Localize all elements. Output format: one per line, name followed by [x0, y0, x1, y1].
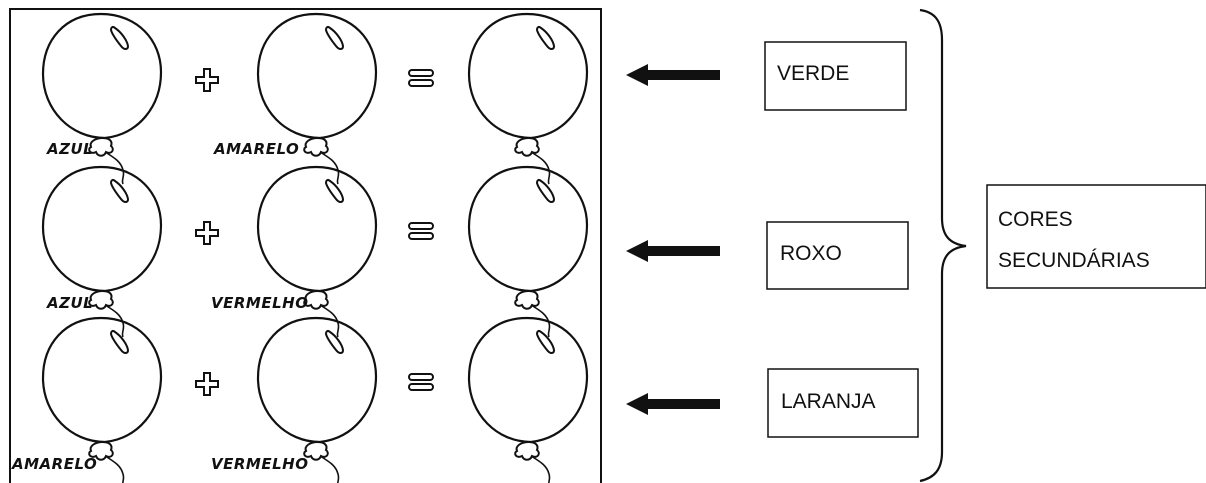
arrow-left-icon — [626, 64, 720, 86]
balloon-icon — [467, 165, 589, 339]
secondary-colors-summary: CORES SECUNDÁRIAS — [986, 184, 1206, 289]
summary-line-1: CORES — [998, 208, 1073, 231]
equation-row-3: AMARELO VERMELHO LARANJA — [11, 316, 919, 483]
equation-row-1: AZUL AMARELO VERDE — [41, 12, 907, 186]
balloon-icon — [256, 12, 378, 186]
brace-icon — [919, 8, 967, 483]
equals-icon — [408, 222, 434, 240]
equals-icon — [408, 69, 434, 87]
left-color-label: AMARELO — [11, 455, 97, 473]
result-label: LARANJA — [781, 390, 876, 413]
right-color-label: AMARELO — [213, 140, 299, 158]
equation-row-2: AZUL VERMELHO ROXO — [41, 165, 909, 339]
summary-box — [986, 184, 1206, 289]
plus-icon — [195, 221, 219, 245]
result-label: ROXO — [780, 242, 842, 265]
plus-icon — [195, 68, 219, 92]
result-box — [767, 368, 919, 438]
balloon-icon — [467, 12, 589, 186]
equals-icon — [408, 373, 434, 391]
left-color-label: AZUL — [46, 294, 93, 312]
plus-icon — [195, 372, 219, 396]
arrow-left-icon — [626, 393, 720, 415]
right-color-label: VERMELHO — [211, 294, 308, 312]
arrow-left-icon — [626, 240, 720, 262]
summary-line-2: SECUNDÁRIAS — [998, 249, 1150, 272]
left-color-label: AZUL — [46, 140, 93, 158]
balloon-icon — [467, 316, 589, 483]
result-label: VERDE — [777, 62, 849, 85]
balloon-icon — [41, 12, 163, 186]
result-box — [766, 221, 909, 290]
right-color-label: VERMELHO — [211, 455, 308, 473]
worksheet-frame — [9, 8, 602, 483]
result-box — [764, 41, 907, 111]
